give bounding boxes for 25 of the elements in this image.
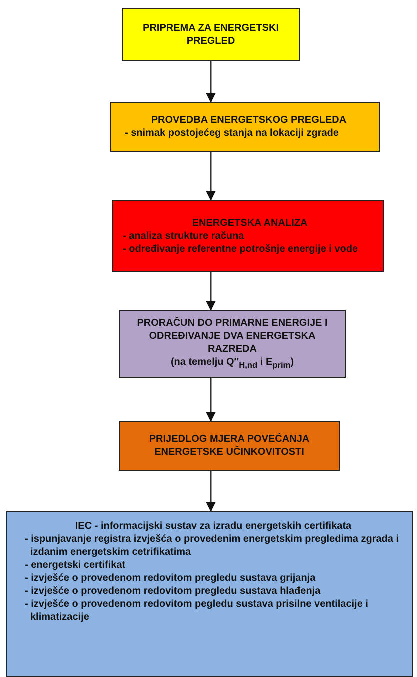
box-heading: ENERGETSKA ANALIZA <box>191 216 309 230</box>
bullet-text: - energetski certifikat <box>25 559 127 572</box>
bullet-text: - izvješće o provedenom redovitom pegledu sustava prisilne ventilacije i klimatizacije <box>25 598 370 624</box>
bullet-text: - izvješće o provedenom redovitom pregledu sustava grijanja <box>25 572 317 585</box>
bullet-text: - snimak postojećeg stanja na lokaciji zgrade <box>125 127 340 140</box>
arrow <box>206 471 216 512</box>
process-box <box>110 102 380 152</box>
arrow <box>206 61 216 103</box>
arrow <box>206 272 216 311</box>
arrow <box>206 378 216 422</box>
box-note: (na temelju Q″$_{H,nd}$ i E$_{prim}$) <box>170 356 296 371</box>
process-box <box>112 200 384 272</box>
process-box <box>119 310 346 378</box>
box-heading: PRIPREMA ZA ENERGETSKI PREGLED <box>142 22 280 48</box>
box-heading: PROVEDBA ENERGETSKOG PREGLEDA <box>150 114 348 127</box>
bullet-text: - analiza strukture računa <box>123 230 246 242</box>
bullet-text: - ispunjavanje registra izvješća o provedenim energetskim pregledima zgrada i izdanim energetskim cetrifikatima <box>25 533 400 559</box>
process-box <box>119 421 340 471</box>
bullet-text: - izvješće o provedenom redovitom pregledu sustava hlađenja <box>25 585 322 598</box>
process-box <box>122 8 300 61</box>
box-heading: PRIJEDLOG MJERA POVEĆANJA ENERGETSKE UČINKOVITOSTI <box>148 433 311 459</box>
box-heading: IEC - informacijski sustav za izradu energetskih certifikata <box>74 520 353 533</box>
bullet-text: - određivanje referentne potrošnje energije i vode <box>123 242 360 256</box>
process-box <box>6 511 413 677</box>
arrow <box>206 152 216 201</box>
